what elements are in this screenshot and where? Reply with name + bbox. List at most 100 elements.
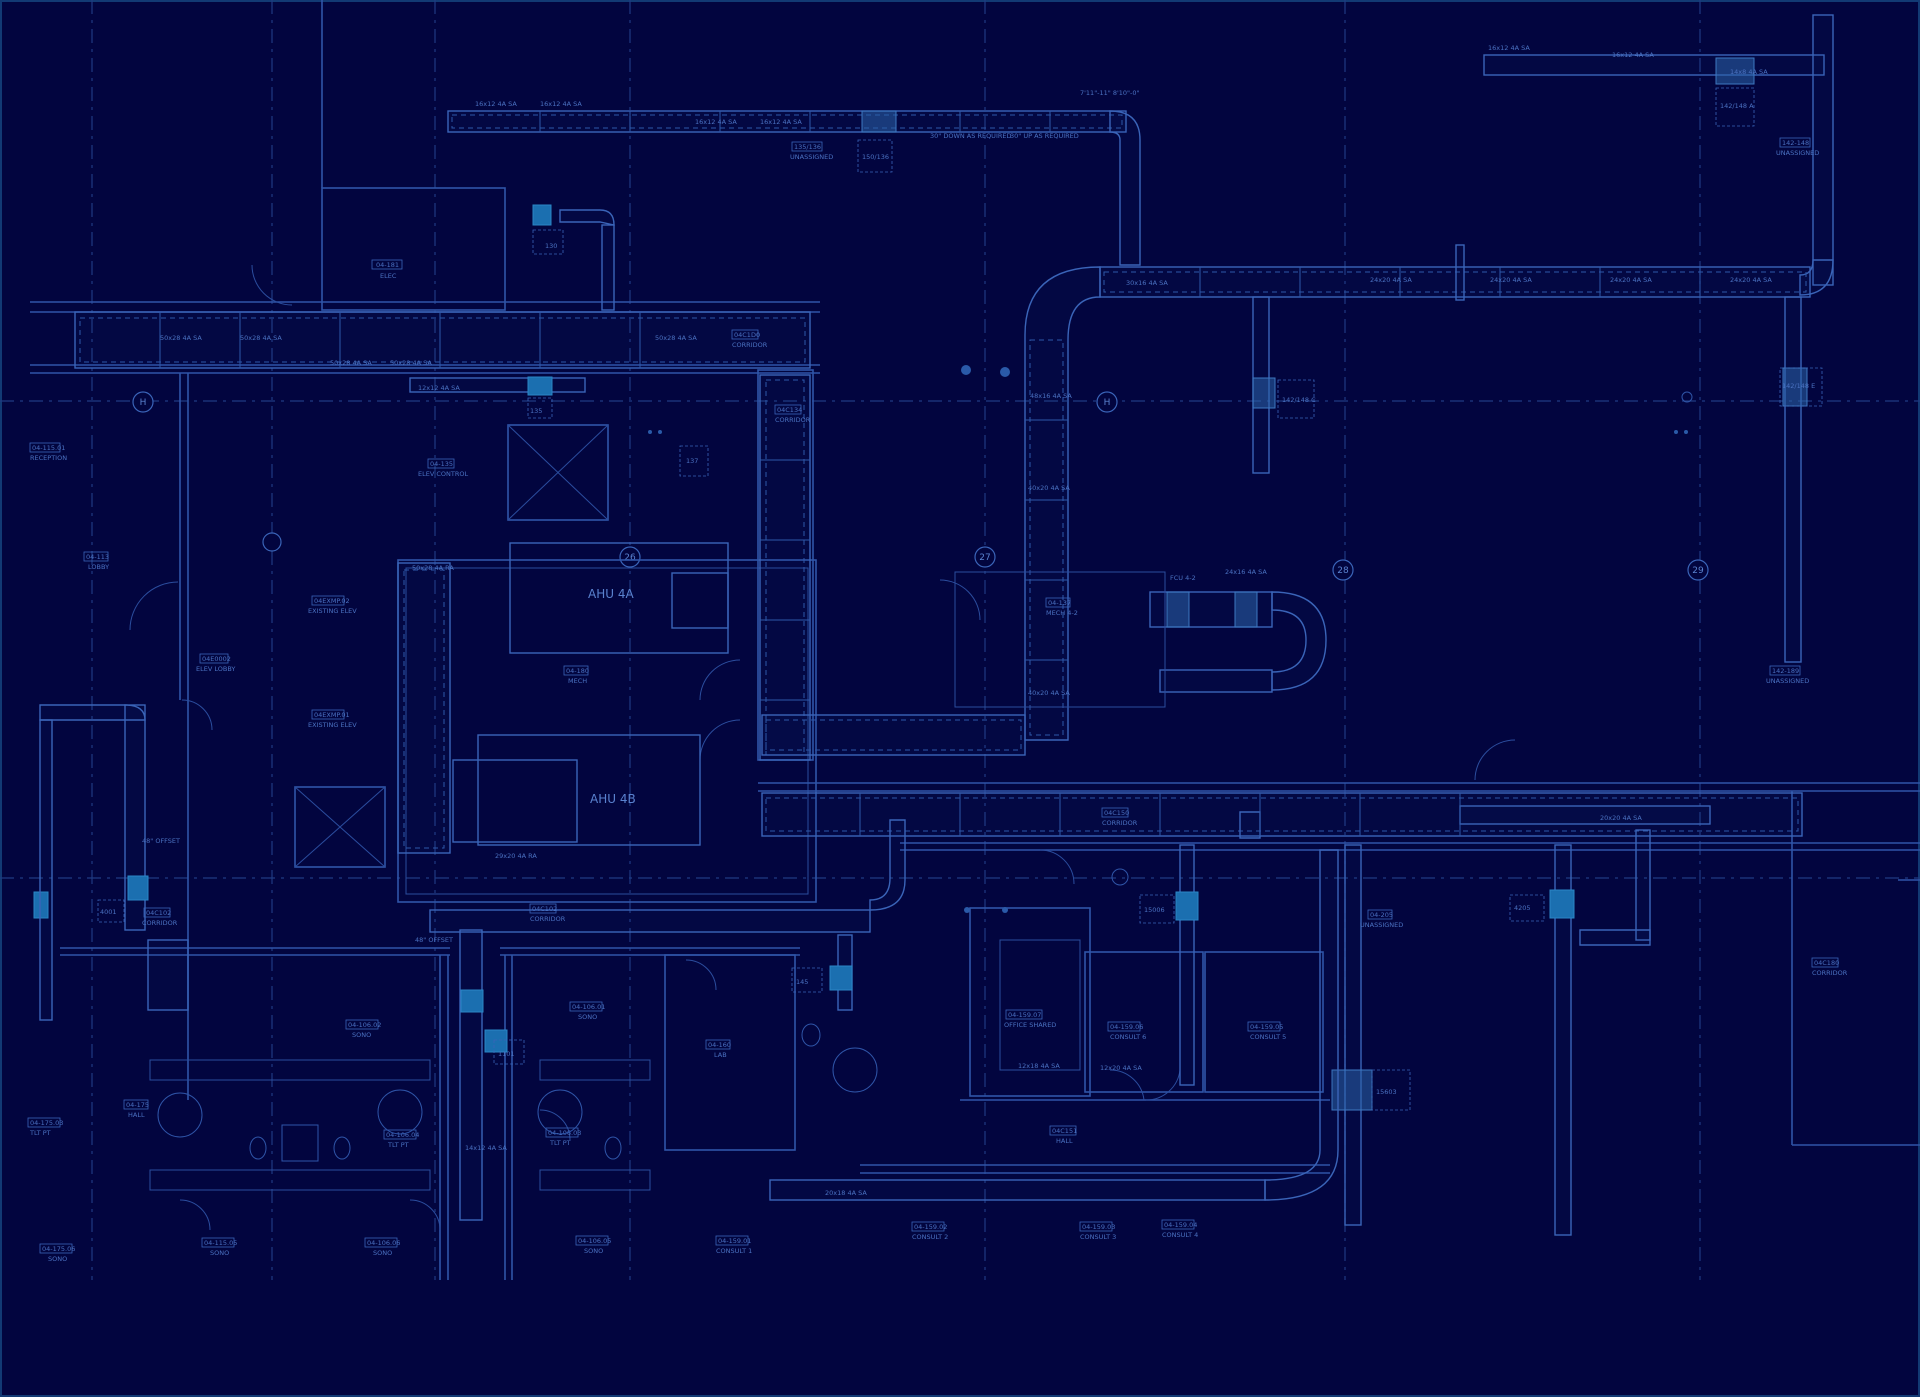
column-grid: [0, 0, 1920, 1280]
svg-text:SONO: SONO: [48, 1255, 67, 1263]
svg-text:04-159.07: 04-159.07: [1008, 1011, 1041, 1019]
svg-text:04C150: 04C150: [1104, 809, 1129, 817]
duct-label: 50x28 4A SA: [330, 359, 372, 367]
svg-text:SONO: SONO: [352, 1031, 371, 1039]
svg-text:135: 135: [530, 407, 542, 415]
svg-text:MECH: MECH: [568, 677, 587, 685]
svg-text:04-159.01: 04-159.01: [718, 1237, 751, 1245]
svg-text:TLT PT: TLT PT: [549, 1139, 571, 1147]
diffuser: 130: [532, 229, 564, 255]
svg-text:ELEV LOBBY: ELEV LOBBY: [196, 665, 235, 673]
svg-text:SONO: SONO: [584, 1247, 603, 1255]
svg-text:SONO: SONO: [373, 1249, 392, 1257]
svg-text:04-180: 04-180: [566, 667, 589, 675]
duct-label: 24x20 4A SA: [1610, 276, 1652, 284]
svg-text:04-175: 04-175: [126, 1101, 149, 1109]
svg-text:04-205: 04-205: [1370, 911, 1393, 919]
svg-text:TLT PT: TLT PT: [387, 1141, 409, 1149]
svg-text:04C151: 04C151: [1052, 1127, 1077, 1135]
duct-label: 12x18 4A SA: [1018, 1062, 1060, 1070]
svg-text:04-159.04: 04-159.04: [1164, 1221, 1197, 1229]
svg-text:4205: 4205: [1514, 904, 1531, 912]
walls: [30, 0, 1920, 1280]
svg-text:04-106.01: 04-106.01: [572, 1003, 605, 1011]
svg-text:04C1D0: 04C1D0: [734, 331, 760, 339]
svg-text:UNASSIGNED: UNASSIGNED: [1360, 921, 1403, 929]
duct-label: 14x12 4A SA: [465, 1144, 507, 1152]
svg-text:SONO: SONO: [210, 1249, 229, 1257]
duct-label: 50x28 4A SA: [240, 334, 282, 342]
diffuser: 150/136: [857, 139, 893, 173]
svg-text:142/148 C: 142/148 C: [1282, 396, 1316, 404]
svg-text:137: 137: [686, 457, 698, 465]
svg-text:ELEV CONTROL: ELEV CONTROL: [418, 470, 468, 478]
svg-text:LOBBY: LOBBY: [88, 563, 109, 571]
svg-text:ELEC: ELEC: [380, 272, 397, 280]
duct-label: 12x20 4A SA: [1100, 1064, 1142, 1072]
svg-text:04-159.05: 04-159.05: [1250, 1023, 1283, 1031]
plumbing-fixtures: [157, 391, 1693, 1162]
svg-text:HALL: HALL: [1056, 1137, 1073, 1145]
duct-label: 30" UP AS REQUIRED: [1010, 132, 1079, 140]
svg-text:04-159.03: 04-159.03: [1082, 1223, 1115, 1231]
diffuser: 1101: [493, 1039, 525, 1065]
svg-text:04C102: 04C102: [146, 909, 171, 917]
svg-text:CORRIDOR: CORRIDOR: [530, 915, 566, 923]
fcu-label: FCU 4-2: [1170, 574, 1196, 582]
duct-label: 16x12 4A SA: [1488, 44, 1530, 52]
diffuser: 135: [527, 397, 553, 419]
svg-text:RECEPTION: RECEPTION: [30, 454, 67, 462]
svg-text:04-181: 04-181: [376, 261, 399, 269]
svg-text:OFFICE SHARED: OFFICE SHARED: [1004, 1021, 1056, 1029]
svg-text:145: 145: [796, 978, 808, 986]
diffuser: 15006: [1139, 894, 1175, 924]
duct-label: 14x8 4A SA: [1730, 68, 1768, 76]
svg-text:04-113: 04-113: [86, 553, 109, 561]
grid-bubble: H: [1104, 398, 1111, 408]
duct-labels: 16x12 4A SA 16x12 4A SA 16x12 4A SA 16x1…: [142, 44, 1772, 1197]
svg-text:CONSULT 1: CONSULT 1: [716, 1247, 752, 1255]
svg-text:04-175.06: 04-175.06: [42, 1245, 75, 1253]
svg-text:04EXMP.01: 04EXMP.01: [314, 711, 350, 719]
svg-text:142/148 E: 142/148 E: [1782, 382, 1815, 390]
svg-text:CONSULT 3: CONSULT 3: [1080, 1233, 1116, 1241]
grid-bubble: 28: [1337, 566, 1349, 576]
svg-text:04-159.06: 04-159.06: [1110, 1023, 1143, 1031]
svg-text:130: 130: [545, 242, 557, 250]
svg-text:04-175.03: 04-175.03: [30, 1119, 63, 1127]
duct-label: 40x20 4A SA: [1028, 484, 1070, 492]
svg-text:04-135: 04-135: [430, 460, 453, 468]
svg-text:UNASSIGNED: UNASSIGNED: [790, 153, 833, 161]
duct-label: 30" DOWN AS REQUIRED: [930, 132, 1012, 140]
diffuser: 15603: [1371, 1069, 1411, 1111]
svg-text:4001: 4001: [100, 908, 117, 916]
svg-text:EXISTING ELEV: EXISTING ELEV: [308, 607, 357, 615]
svg-text:CORRIDOR: CORRIDOR: [1812, 969, 1848, 977]
duct-label: 48" OFFSET: [415, 936, 453, 944]
svg-text:CONSULT 2: CONSULT 2: [912, 1233, 948, 1241]
duct-label: 50x28 4A SA: [390, 359, 432, 367]
svg-text:142-189: 142-189: [1772, 667, 1799, 675]
duct-label: 16x12 4A SA: [1612, 51, 1654, 59]
grid-bubble: 27: [979, 553, 990, 563]
duct-label: 20x18 4A SA: [825, 1189, 867, 1197]
